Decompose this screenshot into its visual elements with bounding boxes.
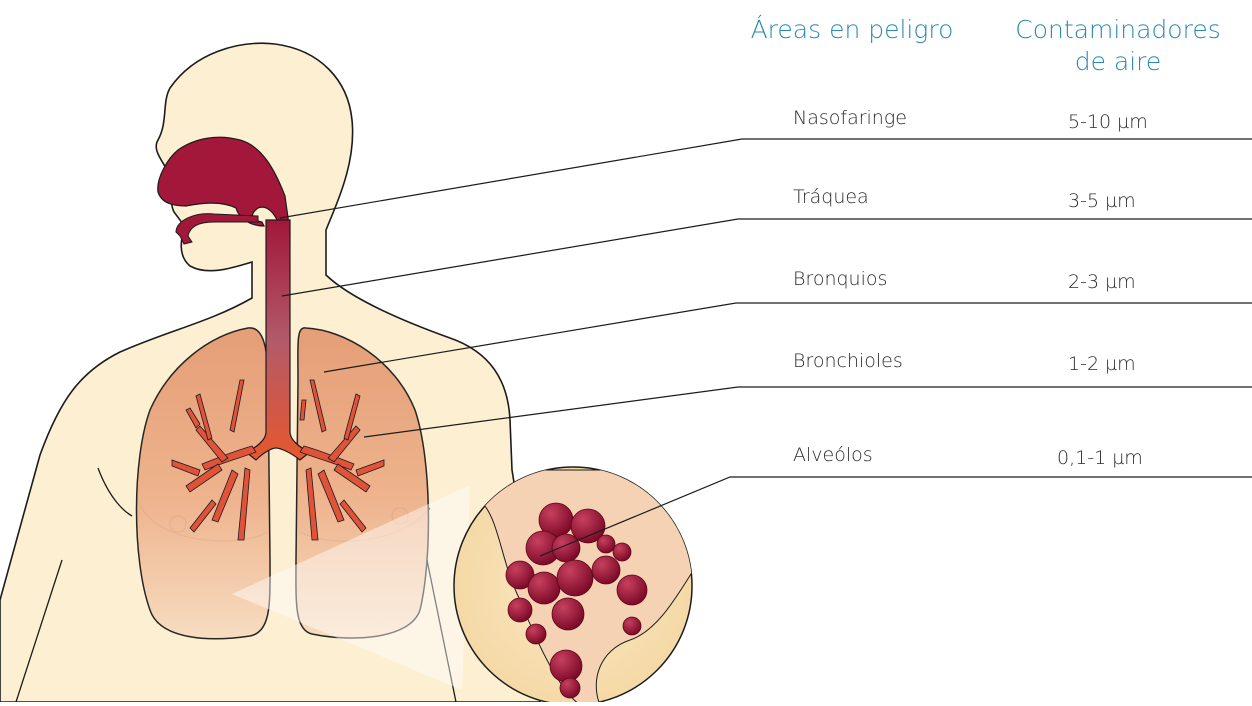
alveoli-detail — [454, 467, 700, 702]
header-pollutants-line1: Contaminadores — [1000, 14, 1236, 46]
area-label: Nasofaringe — [793, 106, 907, 130]
header-pollutants-line2: de aire — [1000, 46, 1236, 78]
size-label: 2-3 µm — [1068, 270, 1136, 294]
size-label: 5-10 µm — [1068, 110, 1148, 134]
header-areas: Áreas en peligro — [742, 14, 962, 46]
size-label: 1-2 µm — [1068, 352, 1136, 376]
size-label: 3-5 µm — [1068, 189, 1136, 213]
area-label: Bronchioles — [793, 349, 903, 373]
area-label: Bronquios — [793, 267, 887, 291]
header-areas-text: Áreas en peligro — [742, 14, 962, 46]
header-pollutants: Contaminadores de aire — [1000, 14, 1236, 78]
area-label: Tráquea — [793, 185, 869, 209]
size-label: 0,1-1 µm — [1057, 446, 1143, 470]
area-label: Alveólos — [793, 443, 873, 467]
